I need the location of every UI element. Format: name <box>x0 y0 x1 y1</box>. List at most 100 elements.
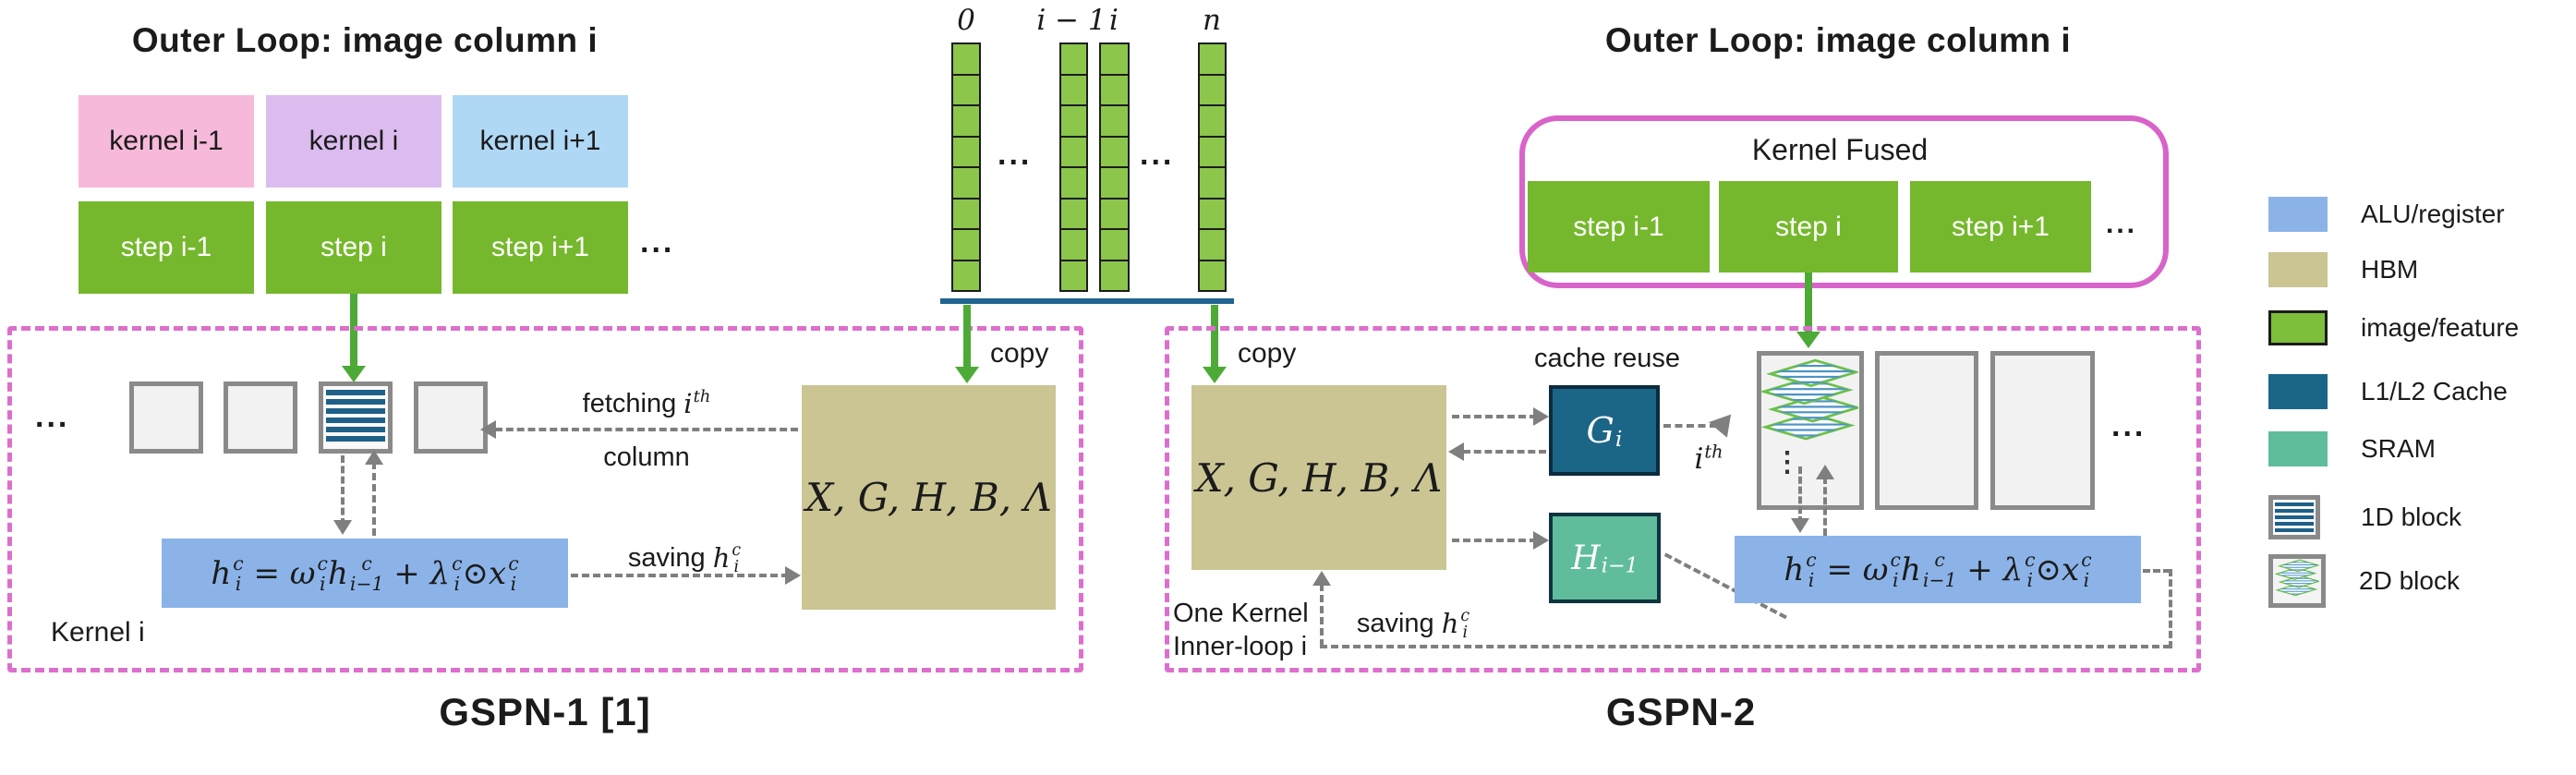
legend-item-2d-block: 2D block <box>2268 554 2460 608</box>
kernel-i-label: kernel i <box>308 126 399 156</box>
hbm-to-sram-arrow <box>1452 539 1537 542</box>
2dblock-to-alu-dashed-line <box>1798 466 1802 524</box>
saving-loop-segment <box>2169 569 2172 648</box>
image-cell <box>1059 259 1088 292</box>
image-cell <box>1198 228 1227 261</box>
gspn2-hbm-box: X, G, H, B, Λ <box>1191 385 1446 570</box>
alu-to-2dblock-dashed-line <box>1823 477 1827 536</box>
2dblock-to-alu-arrow-head <box>1791 518 1809 533</box>
hbm-to-sram-arrow-head <box>1533 531 1549 550</box>
sram-swatch <box>2268 431 2328 466</box>
image-cell <box>1099 42 1130 76</box>
copy-label: copy <box>990 338 1049 369</box>
legend-item-alu-register: ALU/register <box>2268 197 2505 232</box>
image-cell <box>1198 104 1227 138</box>
fetching-arrow <box>495 428 798 431</box>
image-cell <box>1059 135 1088 168</box>
image-cell <box>1198 259 1227 292</box>
fused-step-i-box: step i <box>1719 181 1898 272</box>
1d-block-stripes <box>326 390 385 445</box>
l1l2-cache-swatch <box>2268 374 2328 409</box>
image-cell <box>1198 135 1227 168</box>
cache-reuse-label: cache reuse <box>1534 343 1680 373</box>
step-to-block-arrow-head <box>342 366 366 382</box>
block-to-alu-dashed-line <box>341 455 345 526</box>
memory-slot-box <box>1990 351 2095 510</box>
legend-label: HBM <box>2361 255 2419 284</box>
column-label-0: 0 <box>957 4 975 37</box>
step-i-plus-1-label: step i+1 <box>491 232 589 262</box>
image-cell <box>1198 73 1227 106</box>
ellipsis: ... <box>2106 209 2138 239</box>
saving-loop-segment <box>1320 584 1324 647</box>
gspn1-kernel-boundary <box>7 326 1083 672</box>
image-feature-swatch <box>2268 310 2328 345</box>
gspn1-hbm-box: X, G, H, B, Λ <box>802 385 1056 610</box>
legend-item-l1l2-cache: L1/L2 Cache <box>2268 374 2508 409</box>
kernel-i-minus-1-label: kernel i-1 <box>109 126 224 156</box>
legend-label: 2D block <box>2359 566 2460 595</box>
alu-register-swatch <box>2268 197 2328 232</box>
l1l2-to-2dblock-arrow <box>1663 424 1717 428</box>
step-to-block-arrow <box>350 294 357 368</box>
image-cell <box>1198 42 1227 76</box>
saving-arrow <box>571 574 789 577</box>
fused-step-i-minus-1-box: step i-1 <box>1528 181 1710 272</box>
gspn2-caption: GSPN-2 <box>1605 690 1757 733</box>
l1l2-to-hbm-arrow <box>1463 450 1546 454</box>
alu-to-block-dashed-line <box>372 462 376 536</box>
image-cell <box>1198 166 1227 200</box>
hbm-to-l1l2-arrow-head <box>1533 407 1549 426</box>
image-cell <box>1099 166 1130 200</box>
image-cell <box>951 259 981 292</box>
fused-step-i-label: step i <box>1775 211 1842 242</box>
image-cell <box>1099 135 1130 168</box>
legend-label: image/feature <box>2361 313 2520 342</box>
right-outer-loop-title: Outer Loop: image column i <box>1604 21 2072 59</box>
memory-slot-box <box>414 381 488 454</box>
image-cell <box>951 135 981 168</box>
image-cell <box>1099 259 1130 292</box>
column-label-i-minus-1: i − 1 <box>1036 4 1107 37</box>
saving-arrow-head <box>785 566 801 585</box>
kernel-fused-label: Kernel Fused <box>1751 132 1929 166</box>
one-kernel-label-line1: One Kernel <box>1173 599 1309 628</box>
saving-loop-segment <box>1320 645 2171 648</box>
copy-label: copy <box>1238 338 1297 369</box>
copy-arrow <box>963 305 971 368</box>
step-i-box: step i <box>266 201 441 294</box>
column-label-i: i <box>1109 4 1119 37</box>
2d-block-icon <box>1760 358 1858 441</box>
image-cell <box>951 73 981 106</box>
image-cell <box>1059 42 1088 76</box>
kernel-i-plus-1-box: kernel i+1 <box>453 95 628 188</box>
gspn1-caption: GSPN-1 [1] <box>439 690 651 733</box>
l1l2-to-hbm-arrow-head <box>1448 442 1464 461</box>
image-cell <box>1099 104 1130 138</box>
fused-step-to-block-arrow-head <box>1796 332 1820 348</box>
fetching-arrow-head <box>480 420 496 439</box>
ellipsis: ... <box>640 224 675 260</box>
image-cell <box>951 104 981 138</box>
kernel-fused-boundary <box>1519 115 2169 288</box>
image-column-i-minus-1 <box>1059 42 1088 292</box>
ellipsis: ... <box>998 137 1033 172</box>
image-cell <box>1099 228 1130 261</box>
column-label-n: n <box>1203 4 1221 37</box>
2d-block-icon <box>2268 554 2326 608</box>
copy-arrow <box>1211 305 1218 368</box>
memory-slot-box <box>224 381 297 454</box>
kernel-i-panel-label: Kernel i <box>51 617 145 648</box>
ellipsis: ... <box>35 399 70 434</box>
legend-label: 1D block <box>2361 503 2461 531</box>
image-cell <box>951 197 981 230</box>
image-column-n <box>1198 42 1227 292</box>
image-column-0 <box>951 42 981 292</box>
fused-step-i-plus-1-label: step i+1 <box>1952 211 2050 242</box>
